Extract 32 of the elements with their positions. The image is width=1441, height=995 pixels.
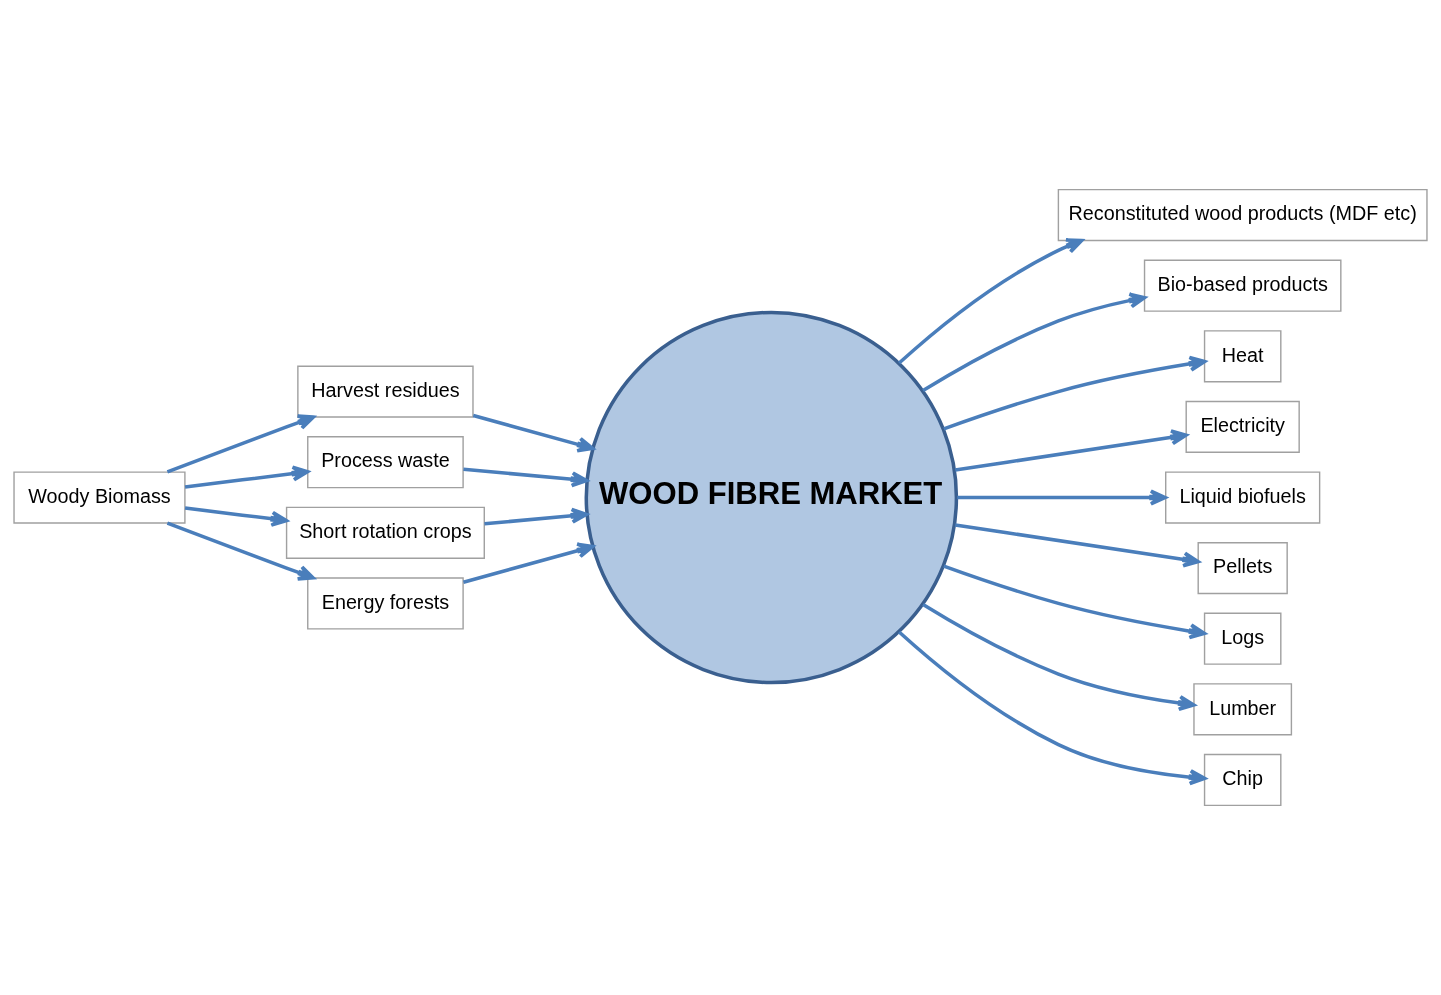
node-box: Energy forests bbox=[307, 577, 464, 630]
arrow bbox=[166, 414, 315, 474]
arrow bbox=[898, 630, 1207, 786]
arrow bbox=[954, 429, 1188, 472]
arrow bbox=[462, 542, 595, 584]
node-box: Process waste bbox=[307, 436, 464, 489]
node-box: Short rotation crops bbox=[285, 506, 485, 559]
node-circle: WOOD FIBRE MARKET bbox=[584, 310, 959, 685]
node-box: Reconstituted wood products (MDF etc) bbox=[1057, 188, 1428, 242]
arrow bbox=[943, 355, 1207, 431]
arrow bbox=[463, 467, 589, 488]
node-box: Pellets bbox=[1197, 542, 1288, 595]
node-box: Harvest residues bbox=[297, 365, 474, 418]
arrow bbox=[922, 602, 1196, 712]
arrow bbox=[957, 489, 1167, 506]
arrow bbox=[943, 564, 1207, 640]
node-box: Logs bbox=[1203, 612, 1282, 665]
arrow bbox=[898, 238, 1084, 365]
arrow bbox=[184, 506, 288, 527]
arrow bbox=[472, 413, 595, 453]
arrow bbox=[166, 521, 315, 581]
node-box: Lumber bbox=[1193, 683, 1293, 736]
node-box: Heat bbox=[1203, 330, 1282, 383]
arrow bbox=[922, 292, 1147, 393]
arrow bbox=[184, 465, 310, 489]
node-box: Electricity bbox=[1185, 400, 1300, 453]
node-box: Liquid biofuels bbox=[1165, 471, 1321, 524]
arrow bbox=[954, 523, 1200, 568]
arrow bbox=[484, 507, 589, 526]
node-box: Bio-based products bbox=[1143, 259, 1342, 312]
node-box: Chip bbox=[1203, 753, 1282, 807]
node-box: Woody Biomass bbox=[13, 471, 186, 524]
